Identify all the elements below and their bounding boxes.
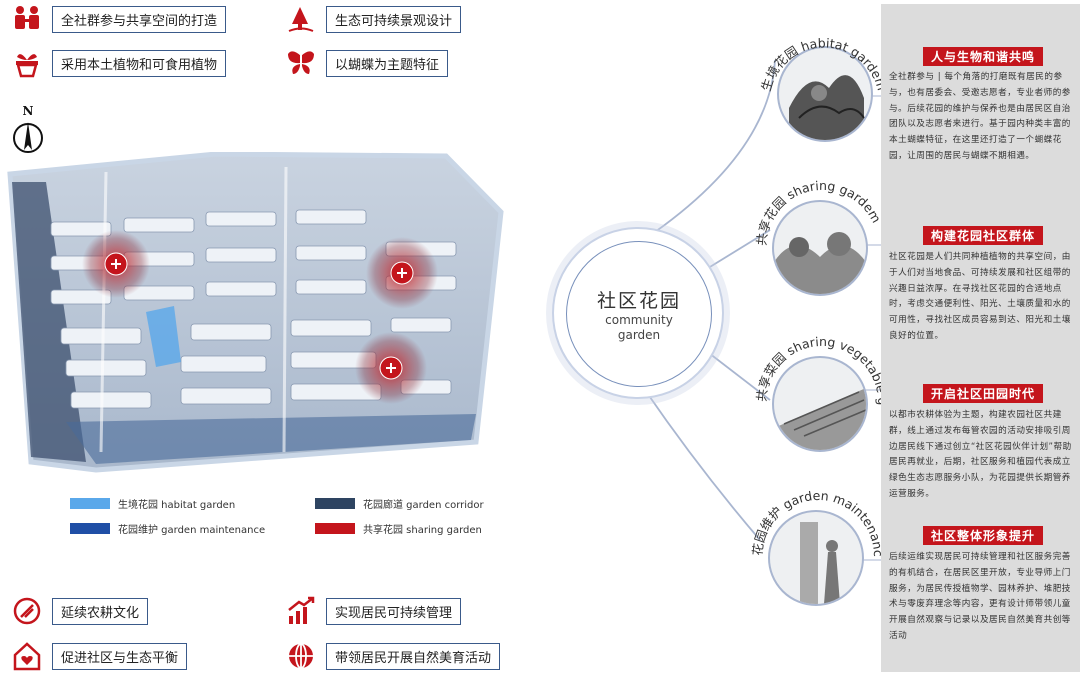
feature-label: 采用本土植物和可食用植物 [52, 49, 227, 77]
feature-label: 实现居民可持续管理 [326, 597, 462, 625]
farming-icon [12, 596, 42, 626]
branch-label-sharing: 共享花园 sharing gardem [754, 178, 885, 246]
hub-subtitle-line1: community [605, 312, 673, 327]
legend-label: 共享花园 sharing garden [363, 525, 482, 536]
globe-icon [286, 641, 316, 671]
branch-label-habitat: 生境花园 habitat gardem [758, 35, 889, 93]
feature-native-plants: 采用本土植物和可食用植物 [12, 48, 227, 78]
section-body-rural-era: 以都市农耕体验为主题，构建农园社区共建群，线上通过发布每管农园的活动安排吸引周边… [889, 410, 1072, 499]
feature-farming-culture: 延续农耕文化 [12, 596, 149, 626]
feature-nature-education: 带领居民开展自然美育活动 [286, 641, 501, 671]
tree-icon [286, 4, 316, 34]
description-panel [881, 4, 1080, 672]
feature-eco-balance: 促进社区与生态平衡 [12, 641, 188, 671]
legend-sharing-garden: 共享花园 sharing garden [315, 521, 482, 536]
plant-pot-icon [12, 48, 42, 78]
hub-inner-circle: 社区花园 community garden [566, 241, 712, 387]
branch-label-maintenance: 花园维护 garden maintenance [0, 0, 886, 557]
section-body-community-group: 社区花园是人们共同种植植物的共享空间，由于人们对当地食品、可持续发展和社区组带的… [889, 252, 1071, 341]
sharing-garden-photo [772, 200, 868, 296]
legend-label: 花园廊道 garden corridor [363, 500, 484, 511]
section-title-community-group: 构建花园社区群体 [923, 226, 1043, 245]
section-body-image-upgrade: 后续运维实现居民可持续管理和社区服务完善的有机结合，在居民区里开放，专业导师上门… [889, 552, 1071, 641]
legend-garden-maintenance: 花园维护 garden maintenance [70, 521, 265, 536]
legend-habitat-garden: 生境花园 habitat garden [70, 496, 235, 511]
section-title-image-upgrade: 社区整体形象提升 [923, 526, 1043, 545]
sharing-garden-hotspot [355, 332, 427, 404]
hub-subtitle-line2: garden [617, 327, 661, 342]
growth-chart-icon [286, 596, 316, 626]
site-map [6, 151, 510, 475]
feature-sustainable-management: 实现居民可持续管理 [286, 596, 462, 626]
feature-label: 带领居民开展自然美育活动 [326, 642, 501, 670]
feature-ecological-design: 生态可持续景观设计 [286, 4, 462, 34]
habitat-garden-zone [146, 306, 181, 367]
feature-label: 促进社区与生态平衡 [52, 642, 188, 670]
sharing-garden-hotspot [82, 230, 150, 298]
north-arrow: N [12, 104, 44, 162]
legend-swatch [70, 498, 110, 509]
section-title-harmony: 人与生物和谐共鸣 [923, 47, 1043, 66]
legend-swatch [315, 498, 355, 509]
garden-maintenance-photo [768, 510, 864, 606]
branch-label-vegetable: 共享菜园 sharing vegetable garden [0, 0, 890, 405]
butterfly-icon [286, 48, 316, 78]
feature-community-participation: 全社群参与共享空间的打造 [12, 4, 227, 34]
people-icon [12, 4, 42, 34]
sharing-garden-hotspot [366, 237, 438, 309]
feature-label: 以蝴蝶为主题特征 [326, 49, 449, 77]
habitat-garden-photo [777, 46, 873, 142]
compass-icon [13, 122, 43, 153]
legend-swatch [315, 523, 355, 534]
legend-garden-corridor: 花园廊道 garden corridor [315, 496, 484, 511]
feature-label: 生态可持续景观设计 [326, 5, 462, 33]
north-label: N [22, 104, 34, 118]
feature-butterfly-theme: 以蝴蝶为主题特征 [286, 48, 449, 78]
sharing-vegetable-garden-photo [772, 356, 868, 452]
legend-swatch [70, 523, 110, 534]
community-garden-hub: 社区花园 community garden [552, 227, 724, 399]
section-title-rural-era: 开启社区田园时代 [923, 384, 1043, 403]
home-heart-icon [12, 641, 42, 671]
legend-label: 花园维护 garden maintenance [118, 525, 266, 536]
section-body-harmony: 全社群参与 | 每个角落的打磨既有居民的参与，也有居委会、受邀志愿者，专业者师的… [889, 72, 1071, 161]
feature-label: 延续农耕文化 [52, 597, 149, 625]
hub-title: 社区花园 [596, 289, 681, 312]
legend-label: 生境花园 habitat garden [118, 500, 236, 511]
feature-label: 全社群参与共享空间的打造 [52, 5, 227, 33]
